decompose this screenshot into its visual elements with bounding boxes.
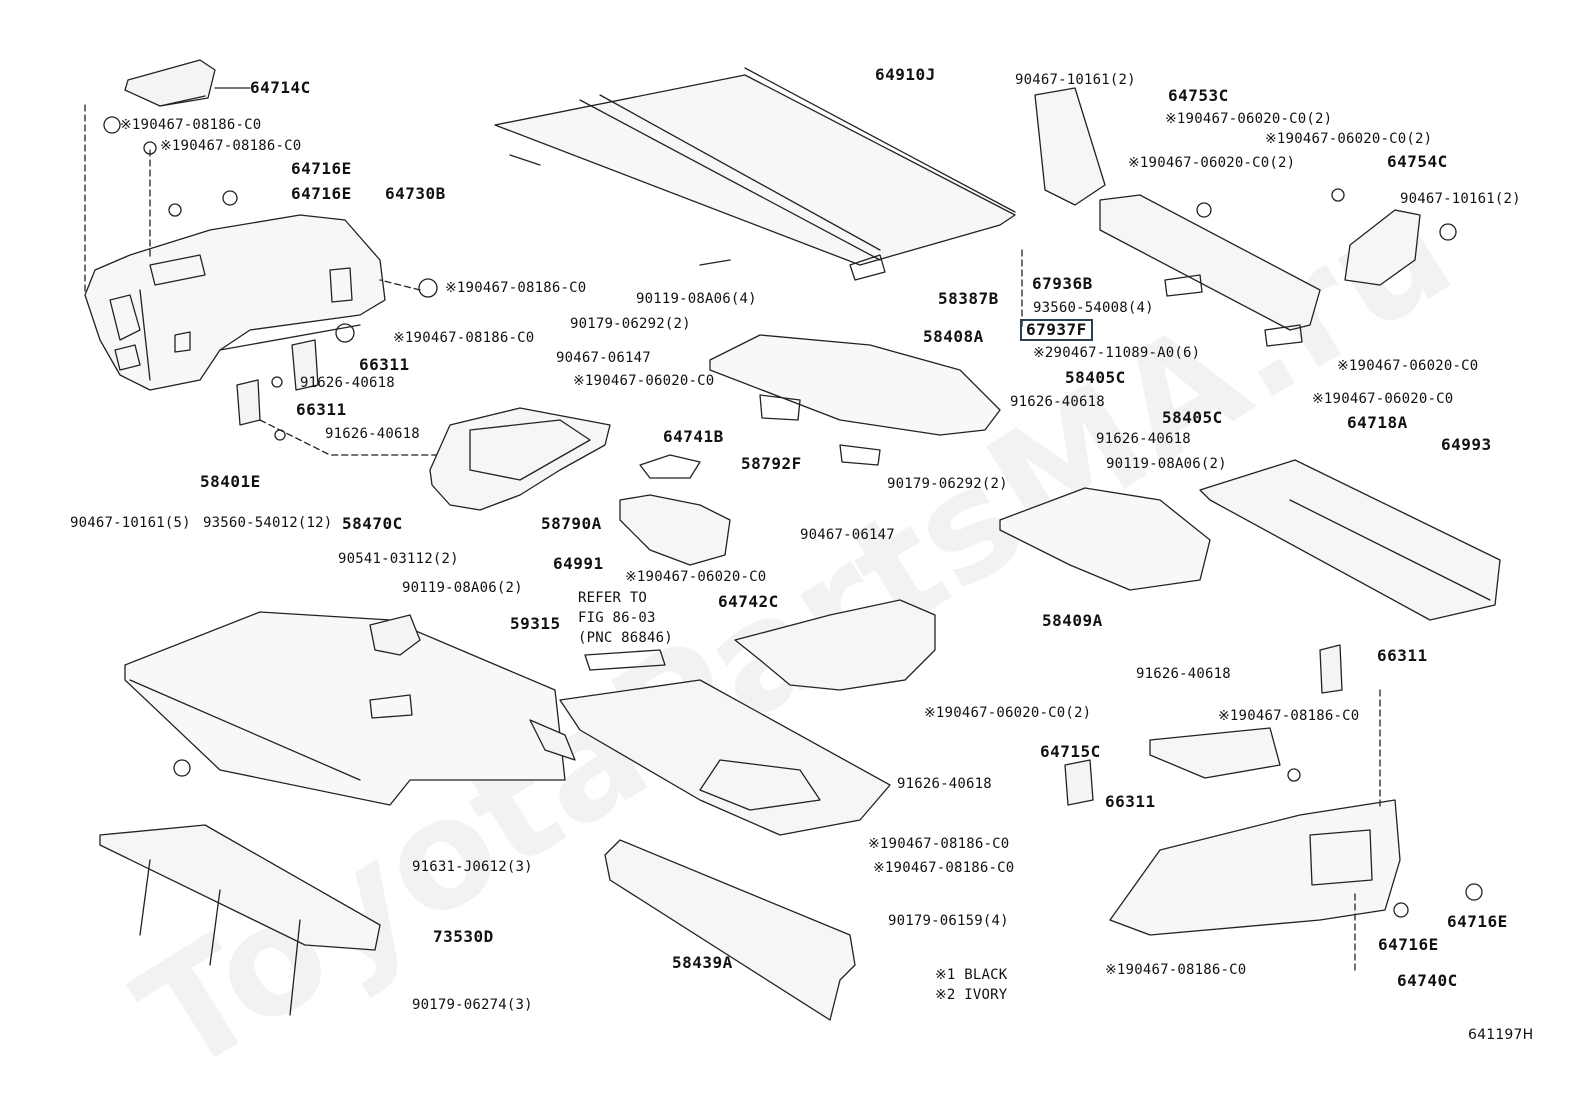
tonneau-cover-drawing (494, 67, 1016, 281)
part-label: 64730B (385, 184, 446, 203)
part-label: 91626-40618 (1010, 394, 1105, 410)
part-label: ※190467-08186-C0 (1105, 962, 1247, 978)
part-label: 91626-40618 (325, 426, 420, 442)
part-label: 64910J (875, 65, 936, 84)
color-legend: ※1 BLACK ※2 IVORY (935, 965, 1007, 1005)
part-label: ※190467-06020-C0 (625, 569, 767, 585)
part-label: 58792F (741, 454, 802, 473)
part-label: ※190467-06020-C0 (1337, 358, 1479, 374)
part-label: ※190467-08186-C0 (868, 836, 1010, 852)
part-label: ※190467-06020-C0(2) (924, 705, 1092, 721)
part-label: ※190467-08186-C0 (445, 280, 587, 296)
part-label: 66311 (1105, 792, 1156, 811)
part-label: 58409A (1042, 611, 1103, 630)
part-label: 58405C (1065, 368, 1126, 387)
reference-line-2: FIG 86-03 (578, 610, 656, 626)
part-label: 66311 (296, 400, 347, 419)
part-label: 64716E (291, 159, 352, 178)
part-label: 90119-08A06(4) (636, 291, 757, 307)
part-label: 93560-54008(4) (1033, 300, 1154, 316)
part-label: 90179-06292(2) (570, 316, 691, 332)
part-label: 58439A (672, 953, 733, 972)
part-label: 64718A (1347, 413, 1408, 432)
part-label: 58387B (938, 289, 999, 308)
part-label: 90467-10161(2) (1400, 191, 1521, 207)
figure-id: 641197H (1468, 1027, 1534, 1043)
part-label: 58790A (541, 514, 602, 533)
part-label: 91626-40618 (1136, 666, 1231, 682)
part-label: 90541-03112(2) (338, 551, 459, 567)
part-label: ※190467-08186-C0 (393, 330, 535, 346)
highlighted-part-label: 67937F (1020, 319, 1093, 341)
deck-board-58408a-drawing (709, 334, 1001, 466)
part-label: 64715C (1040, 742, 1101, 761)
part-label: 90119-08A06(2) (1106, 456, 1227, 472)
part-label: 58470C (342, 514, 403, 533)
part-label: ※190467-06020-C0 (1312, 391, 1454, 407)
part-label: 64714C (250, 78, 311, 97)
part-label: ※190467-08186-C0 (1218, 708, 1360, 724)
part-label: 90179-06292(2) (887, 476, 1008, 492)
side-trim-left-drawing (84, 214, 386, 391)
bracket-73530d-drawing (99, 824, 381, 1016)
part-label: 91626-40618 (1096, 431, 1191, 447)
part-label: 64716E (1447, 912, 1508, 931)
part-label: 58405C (1162, 408, 1223, 427)
part-label: 67936B (1032, 274, 1093, 293)
part-label: ※190467-06020-C0 (573, 373, 715, 389)
part-label: 66311 (359, 355, 410, 374)
part-label: 91626-40618 (300, 375, 395, 391)
part-label: 90467-06147 (556, 350, 651, 366)
part-label: ※190467-08186-C0 (120, 117, 262, 133)
cover-64714c-drawing (124, 59, 216, 107)
part-label: 64993 (1441, 435, 1492, 454)
part-label: 90467-06147 (800, 527, 895, 543)
part-label: 58401E (200, 472, 261, 491)
part-label: ※290467-11089-A0(6) (1033, 345, 1201, 361)
part-label: ※190467-06020-C0(2) (1265, 131, 1433, 147)
legend-black: ※1 BLACK (935, 967, 1008, 983)
tray-64993-drawing (1199, 459, 1501, 621)
part-label: 73530D (433, 927, 494, 946)
part-label: ※190467-06020-C0(2) (1165, 111, 1333, 127)
part-label: 90467-10161(2) (1015, 72, 1136, 88)
part-label: 64741B (663, 427, 724, 446)
legend-ivory: ※2 IVORY (935, 987, 1008, 1003)
part-label: 64754C (1387, 152, 1448, 171)
part-label: 90467-10161(5) (70, 515, 191, 531)
storage-tray-64741b-drawing (429, 407, 611, 511)
side-trim-right-drawing (1109, 799, 1401, 936)
bracket-58439a-drawing (604, 839, 856, 1021)
part-label: 90179-06274(3) (412, 997, 533, 1013)
part-label: 90119-08A06(2) (402, 580, 523, 596)
part-label: ※190467-06020-C0(2) (1128, 155, 1296, 171)
part-label: ※190467-08186-C0 (873, 860, 1015, 876)
part-label: 91631-J0612(3) (412, 859, 533, 875)
part-label: 64991 (553, 554, 604, 573)
spare-tray-64991-drawing (559, 679, 891, 836)
reference-line-1: REFER TO (578, 590, 648, 606)
part-label: 64716E (1378, 935, 1439, 954)
reference-line-3: (PNC 86846) (578, 630, 673, 646)
part-label: 64740C (1397, 971, 1458, 990)
reference-note: REFER TO FIG 86-03 (PNC 86846) (578, 588, 673, 648)
part-label: 64716E (291, 184, 352, 203)
part-label: 91626-40618 (897, 776, 992, 792)
part-label: 93560-54012(12) (203, 515, 333, 531)
part-label: 66311 (1377, 646, 1428, 665)
part-label: 64753C (1168, 86, 1229, 105)
part-label: 90179-06159(4) (888, 913, 1009, 929)
part-label: 58408A (923, 327, 984, 346)
part-label: 59315 (510, 614, 561, 633)
part-label: 64742C (718, 592, 779, 611)
part-label: ※190467-08186-C0 (160, 138, 302, 154)
floor-panel-58401e-drawing (124, 611, 566, 806)
